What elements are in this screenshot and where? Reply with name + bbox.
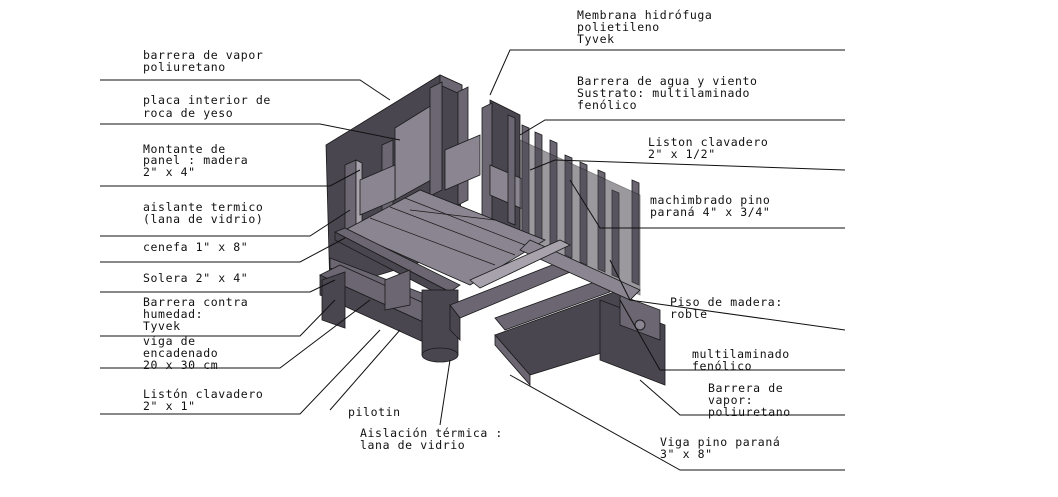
svg-text:(lana de vidrio): (lana de vidrio)	[143, 212, 263, 226]
svg-text:Tyvek: Tyvek	[143, 319, 181, 333]
svg-text:Tyvek: Tyvek	[577, 32, 615, 46]
svg-text:polietileno: polietileno	[577, 20, 660, 34]
label-aislante: aislante termico	[143, 200, 263, 214]
svg-text:2" x 4": 2" x 4"	[143, 165, 196, 179]
svg-text:fenólico: fenólico	[577, 98, 637, 112]
label-viga-encadenado: viga de	[143, 334, 196, 348]
svg-text:panel : madera: panel : madera	[143, 153, 248, 167]
svg-text:encadenado: encadenado	[143, 346, 218, 360]
svg-text:Sustrato: multilaminado: Sustrato: multilaminado	[577, 86, 750, 100]
svg-text:2" x 1": 2" x 1"	[143, 399, 196, 413]
label-placa-interior: placa interior de	[143, 93, 271, 107]
label-liston-der: Liston clavadero	[648, 135, 768, 149]
label-multilaminado: multilaminado	[692, 347, 790, 361]
svg-text:roble: roble	[670, 307, 708, 321]
label-solera: Solera 2" x 4"	[143, 271, 248, 285]
label-barrera-vapor-1-l1: barrera de vapor	[143, 48, 263, 62]
svg-text:3" x 8": 3" x 8"	[660, 447, 713, 461]
floor-deck	[344, 189, 546, 286]
svg-text:2" x 1/2": 2" x 1/2"	[648, 147, 716, 161]
label-machimbrado: machimbrado pino	[650, 193, 770, 207]
label-pilotin: pilotin	[348, 405, 401, 419]
annotation-labels: barrera de vapor poliuretano placa inter…	[143, 8, 791, 461]
label-aislacion-termica: Aislación térmica :	[360, 426, 503, 440]
svg-text:vapor:: vapor:	[708, 393, 753, 407]
svg-text:humedad:: humedad:	[143, 307, 203, 321]
label-liston-izq: Listón clavadero	[143, 387, 263, 401]
label-barrera-vapor-2: Barrera de	[708, 381, 783, 395]
svg-text:paraná 4" x 3/4": paraná 4" x 3/4"	[650, 205, 770, 219]
svg-text:fenólico: fenólico	[692, 359, 752, 373]
leader-lines	[100, 49, 846, 471]
concrete-beam-end	[321, 271, 346, 329]
svg-text:20 x 30 cm: 20 x 30 cm	[143, 358, 218, 372]
label-montante: Montante de	[143, 142, 226, 156]
label-barrera-humedad: Barrera contra	[143, 295, 248, 309]
label-viga-pino: Viga pino paraná	[660, 435, 780, 449]
svg-text:lana de vidrio: lana de vidrio	[360, 438, 465, 452]
svg-text:barrera de vapor: barrera de vapor	[143, 48, 263, 62]
label-piso-madera: Piso de madera:	[670, 295, 783, 309]
svg-text:poliuretano: poliuretano	[708, 405, 791, 419]
svg-text:roca de yeso: roca de yeso	[143, 106, 233, 120]
label-cenefa: cenefa 1" x 8"	[143, 240, 248, 254]
isometric-construction-detail	[319, 74, 666, 387]
label-barrera-agua: Barrera de agua y viento	[577, 74, 758, 88]
label-membrana: Membrana hidrófuga	[577, 8, 712, 22]
svg-text:poliuretano: poliuretano	[143, 60, 226, 74]
